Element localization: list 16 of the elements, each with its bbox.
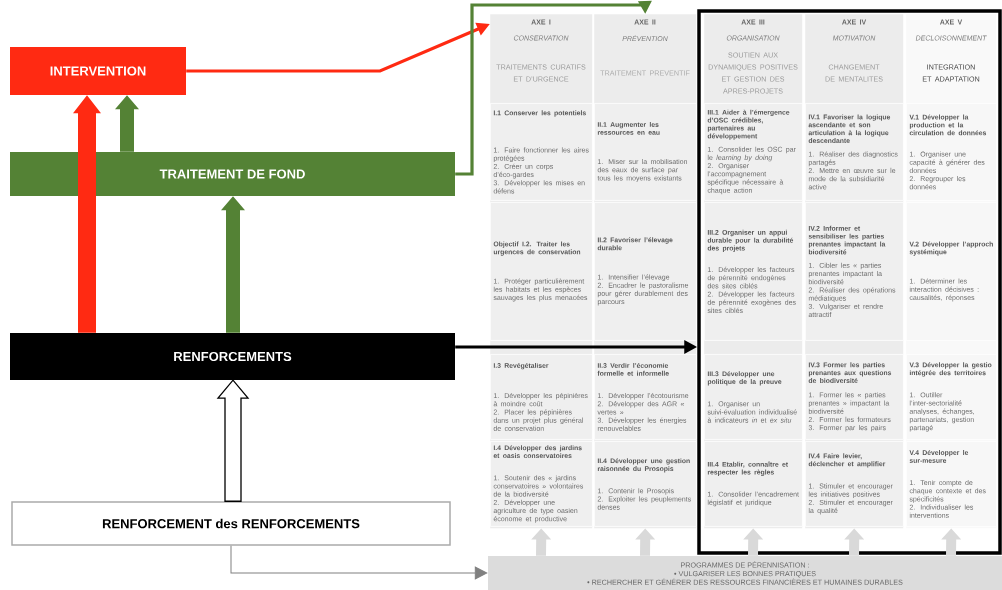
block-arrow — [216, 379, 250, 502]
block-arrow — [221, 196, 245, 333]
highlight-frame — [697, 9, 1002, 555]
block-arrow — [844, 528, 865, 556]
block-arrow — [941, 528, 962, 556]
block-arrow — [115, 95, 139, 152]
arrow — [230, 545, 488, 580]
block-arrow — [531, 528, 552, 556]
label-box: RENFORCEMENT des RENFORCEMENTS — [11, 501, 451, 546]
arrow — [455, 0, 652, 176]
block-arrow — [635, 528, 656, 556]
block-arrow — [73, 95, 101, 333]
label-box: TRAITEMENT DE FOND — [10, 152, 455, 196]
label-box: INTERVENTION — [10, 47, 186, 95]
block-arrow — [743, 528, 764, 556]
label-box: RENFORCEMENTS — [10, 333, 455, 380]
